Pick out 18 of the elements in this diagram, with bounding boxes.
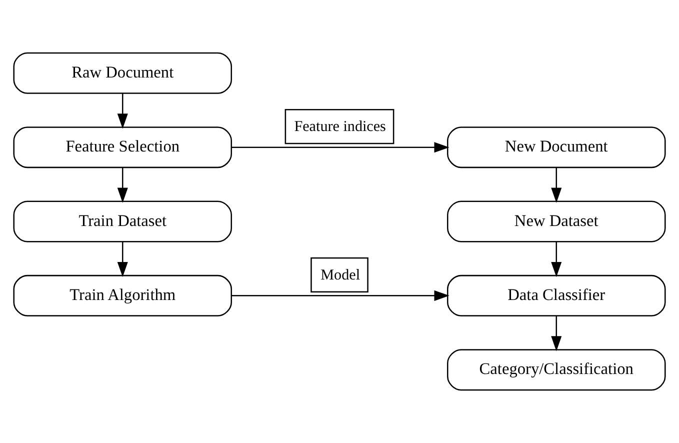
arrow (232, 142, 450, 153)
arrow (551, 168, 562, 203)
arrow (117, 168, 128, 203)
node-box: New Document (447, 126, 666, 168)
node-box: Data Classifier (447, 274, 666, 316)
node-box: Category/Classification (447, 349, 666, 391)
node-box: New Dataset (447, 200, 666, 242)
arrow (117, 94, 128, 129)
node-box: Train Dataset (13, 200, 232, 242)
arrow (551, 242, 562, 278)
arrow (551, 316, 562, 352)
node-box: Feature Selection (13, 126, 232, 168)
edge-label: Model (320, 267, 360, 284)
node-box: Train Algorithm (13, 274, 232, 316)
arrow (232, 290, 450, 301)
edge-label: Feature indices (294, 119, 386, 136)
arrow (117, 242, 128, 278)
node-box: Raw Document (13, 52, 232, 94)
